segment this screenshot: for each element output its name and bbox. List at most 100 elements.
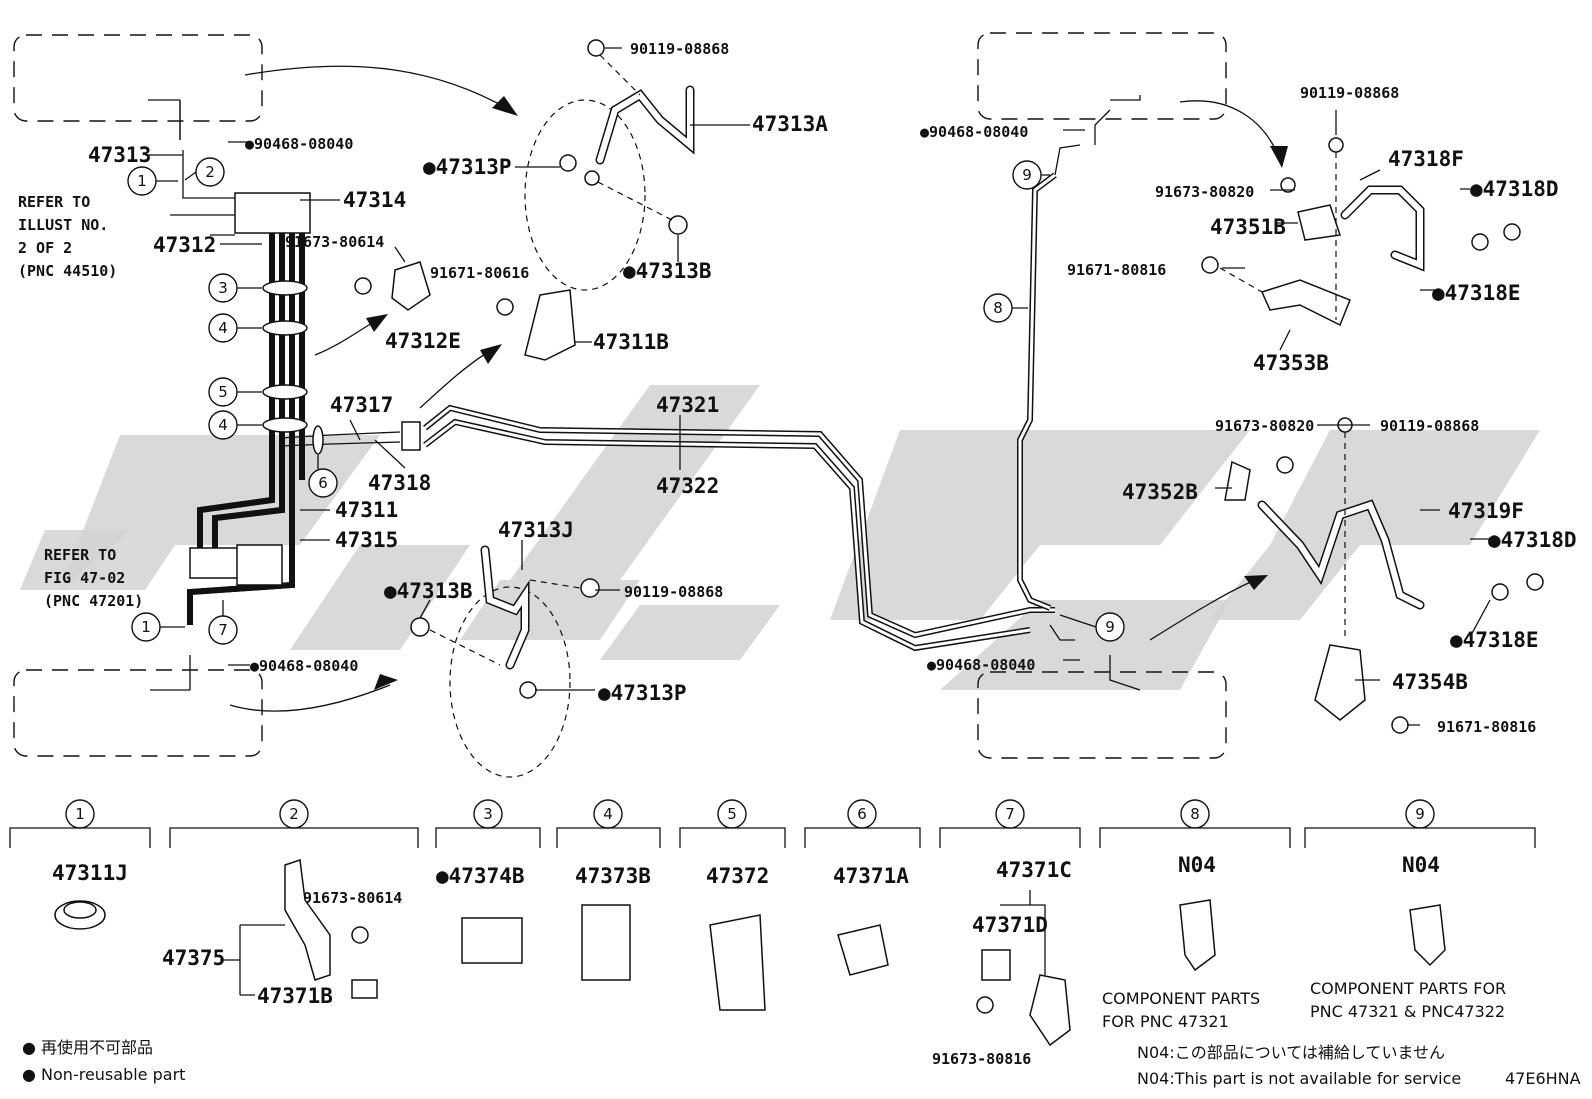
union-47317 (401, 421, 421, 451)
svg-text:1: 1 (141, 618, 151, 636)
legend-47371B: 47371B (257, 984, 333, 1008)
label-91673-80820-b: 91673-80820 (1215, 417, 1314, 435)
components (189, 39, 1544, 778)
svg-text:6: 6 (857, 805, 867, 823)
label-47313J: 47313J (498, 518, 574, 542)
legend-circle-5: 5 (717, 799, 747, 829)
svg-text:3: 3 (483, 805, 493, 823)
callout-8a: 8 (983, 293, 1013, 323)
legend-47371C: 47371C (996, 858, 1072, 882)
label-47311B: 47311B (593, 330, 669, 354)
label-47318E-b: ●47318E (1450, 628, 1539, 652)
label-47354B: 47354B (1392, 670, 1468, 694)
legend-47371D: 47371D (972, 913, 1048, 937)
svg-text:ILLUST NO.: ILLUST NO. (18, 216, 108, 234)
clip-N04-8 (1179, 899, 1216, 972)
label-47318E-a: ●47318E (1432, 281, 1521, 305)
refer-note-2: REFER TO FIG 47-02 (PNC 47201) (44, 546, 143, 610)
callout-9b: 9 (1095, 612, 1125, 642)
label-47319F: 47319F (1448, 499, 1524, 523)
svg-text:REFER TO: REFER TO (18, 193, 90, 211)
svg-text:FIG 47-02: FIG 47-02 (44, 569, 125, 587)
svg-text:(PNC 44510): (PNC 44510) (18, 262, 117, 280)
label-91673-80614: 91673-80614 (285, 233, 384, 251)
svg-text:3: 3 (218, 279, 228, 297)
svg-text:4: 4 (603, 805, 613, 823)
svg-text:7: 7 (218, 621, 228, 639)
legend-note-8-line2: FOR PNC 47321 (1102, 1012, 1229, 1031)
legend-47374B: ●47374B (436, 864, 525, 888)
front-right-wheel-box (977, 32, 1227, 120)
clamp-3 (262, 280, 308, 296)
legend-47373B: 47373B (575, 864, 651, 888)
label-91671-80816-b: 91671-80816 (1437, 718, 1536, 736)
legend-note-8-line1: COMPONENT PARTS (1102, 989, 1260, 1008)
label-47312E: 47312E (385, 329, 461, 353)
bracket-47371C (1029, 974, 1071, 1047)
label-47313A: 47313A (752, 112, 828, 136)
label-91671-80616: 91671-80616 (430, 264, 529, 282)
rear-junction (189, 547, 241, 579)
svg-text:7: 7 (1005, 805, 1015, 823)
svg-text:9: 9 (1105, 618, 1115, 636)
svg-text:4: 4 (218, 319, 228, 337)
callout-4a: 4 (208, 313, 238, 343)
arrows (229, 65, 1288, 712)
legend-row: 1 2 3 4 5 6 7 8 9 47311J 91673-80614 473… (9, 799, 1536, 1068)
junction-block (234, 192, 311, 234)
label-90119-c: 90119-08868 (1300, 84, 1399, 102)
rear-left-wheel-box (13, 669, 263, 757)
label-47318D-a: ●47318D (1470, 177, 1559, 201)
label-47351B: 47351B (1210, 215, 1286, 239)
label-47313B-top: ●47313B (623, 259, 712, 283)
clamp-5 (262, 384, 308, 400)
label-47321: 47321 (656, 393, 719, 417)
callout-4b: 4 (208, 410, 238, 440)
clamp-47374B (461, 917, 523, 964)
rear-valve-block (236, 544, 283, 586)
footnote-nonreuse-jp: ● 再使用不可部品 (22, 1038, 153, 1057)
label-47318D-b: ●47318D (1488, 528, 1577, 552)
callout-9a: 9 (1012, 160, 1042, 190)
label-91671-80816-a: 91671-80816 (1067, 261, 1166, 279)
diagram-code: 47E6HNA (1505, 1069, 1581, 1088)
legend-47311J: 47311J (52, 861, 128, 885)
legend-47375: 47375 (162, 946, 225, 970)
label-90119-d: 90119-08868 (1380, 417, 1479, 435)
rear-right-wheel-box (977, 671, 1227, 759)
svg-text:8: 8 (993, 299, 1003, 317)
clamp-4a (262, 320, 308, 336)
callout-3a: 3 (208, 273, 238, 303)
svg-text:9: 9 (1022, 166, 1032, 184)
legend-circle-6: 6 (847, 799, 877, 829)
wheel-boxes (13, 32, 1227, 759)
label-47318: 47318 (368, 471, 431, 495)
label-90468-tl: ●90468-08040 (245, 135, 353, 153)
svg-text:4: 4 (218, 416, 228, 434)
svg-text:2: 2 (205, 163, 215, 181)
callout-7a: 7 (208, 615, 238, 645)
label-47318F: 47318F (1388, 147, 1464, 171)
bracket-47375 (284, 858, 331, 981)
legend-N04-8: N04 (1178, 853, 1216, 877)
legend-circle-1: 1 (65, 799, 95, 829)
svg-text:9: 9 (1415, 805, 1425, 823)
part-labels: 90119-08868 47313A ●47313P ●47313B ●9046… (88, 40, 1577, 736)
footnotes: ● 再使用不可部品 ● Non-reusable part N04:この部品につ… (22, 1038, 1581, 1088)
footnote-nonreuse-en: ● Non-reusable part (22, 1065, 185, 1084)
detail-ellipse-fl (524, 99, 646, 291)
svg-text:(PNC 47201): (PNC 47201) (44, 592, 143, 610)
front-left-wheel-box (13, 34, 263, 122)
legend-47372: 47372 (706, 864, 769, 888)
label-90468-br: ●90468-08040 (927, 656, 1035, 674)
refer-note-1: REFER TO ILLUST NO. 2 OF 2 (PNC 44510) (18, 193, 117, 280)
callout-1b: 1 (131, 612, 161, 642)
clamp-4b (262, 417, 308, 433)
callout-1a: 1 (127, 166, 157, 196)
svg-text:6: 6 (318, 474, 328, 492)
legend-circle-9: 9 (1405, 799, 1435, 829)
clip-47371D (981, 949, 1011, 981)
label-47315: 47315 (335, 528, 398, 552)
legend-circle-8: 8 (1180, 799, 1210, 829)
